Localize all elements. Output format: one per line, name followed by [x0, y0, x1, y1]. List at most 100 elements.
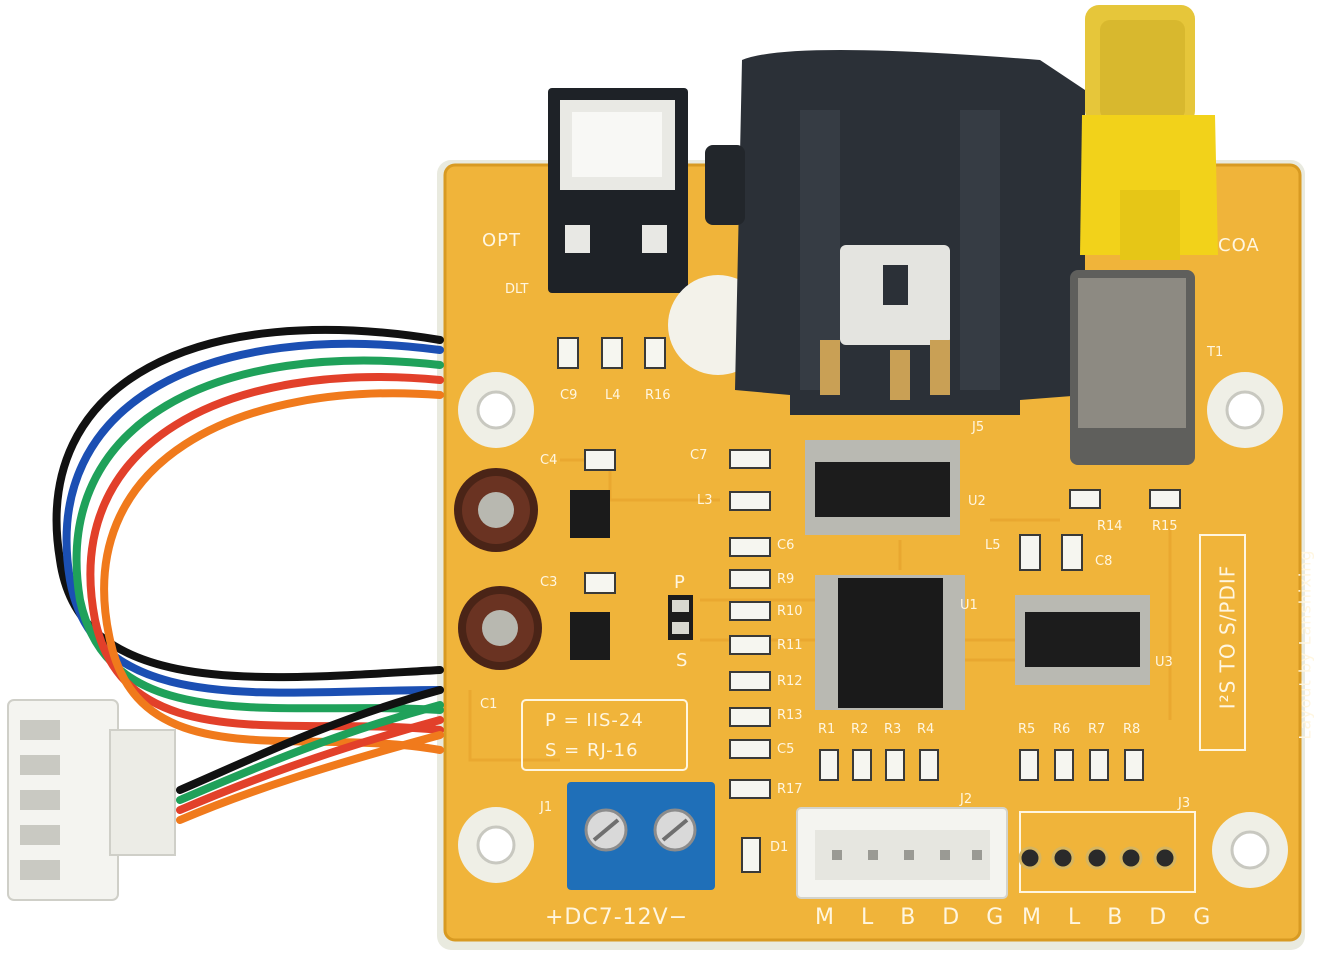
regulator: [570, 490, 610, 538]
smd-component: [601, 337, 623, 369]
label-r12: R12: [777, 674, 803, 689]
label-l5: L5: [985, 538, 1001, 553]
label-dlt: DLT: [505, 282, 529, 297]
smd-component: [819, 749, 839, 781]
smd-component: [729, 671, 771, 691]
label-c5: C5: [777, 742, 795, 757]
label-r10: R10: [777, 604, 803, 619]
label-pins-left: M L B D G: [815, 905, 1014, 930]
label-jumper-s: S: [676, 650, 689, 671]
label-j2: J2: [960, 792, 973, 807]
label-j5: J5: [972, 420, 985, 435]
label-j3: J3: [1178, 796, 1191, 811]
regulator: [570, 612, 610, 660]
smd-component: [729, 635, 771, 655]
label-c8: C8: [1095, 554, 1113, 569]
label-l4: L4: [605, 388, 621, 403]
label-j1: J1: [540, 800, 553, 815]
mounting-hole: [1212, 812, 1288, 888]
chip-u1: [815, 575, 965, 710]
mode-legend-box: [521, 699, 688, 771]
label-board-title: I²S TO S/PDIF: [1215, 564, 1240, 710]
smd-component: [919, 749, 939, 781]
label-mode-p: P = IIS-24: [545, 710, 644, 731]
label-r13: R13: [777, 708, 803, 723]
mounting-hole: [1207, 372, 1283, 448]
label-r8: R8: [1123, 722, 1141, 737]
smd-component: [1089, 749, 1109, 781]
label-d1: D1: [770, 840, 789, 855]
mounting-hole: [458, 807, 534, 883]
label-r5: R5: [1018, 722, 1036, 737]
smd-component: [885, 749, 905, 781]
label-layout-credit: Layout by Lanshixing: [1295, 549, 1315, 740]
label-u1: U1: [960, 598, 978, 613]
smd-component: [584, 449, 616, 471]
smd-component: [729, 601, 771, 621]
smd-component: [729, 739, 771, 759]
power-terminal-block: [567, 782, 715, 890]
title-box: [1199, 534, 1246, 751]
smd-component: [729, 779, 771, 799]
label-r16: R16: [645, 388, 671, 403]
label-r14: R14: [1097, 519, 1123, 534]
label-t1: T1: [1207, 345, 1224, 360]
capacitor: [454, 468, 538, 552]
smd-component: [729, 707, 771, 727]
smd-component: [852, 749, 872, 781]
label-c9: C9: [560, 388, 578, 403]
mounting-hole: [458, 372, 534, 448]
smd-component: [557, 337, 579, 369]
label-r17: R17: [777, 782, 803, 797]
label-c7: C7: [690, 448, 708, 463]
smd-component: [729, 491, 771, 511]
label-r4: R4: [917, 722, 935, 737]
cable-plug: [7, 699, 176, 901]
label-r11: R11: [777, 638, 803, 653]
smd-component: [1061, 534, 1083, 571]
label-r3: R3: [884, 722, 902, 737]
optical-connector: [548, 88, 688, 293]
cable-harness: [52, 325, 444, 824]
transformer: [1070, 270, 1195, 465]
label-mode-s: S = RJ-16: [545, 740, 639, 761]
label-jumper-p: P: [674, 572, 686, 593]
label-r7: R7: [1088, 722, 1106, 737]
smd-component: [729, 537, 771, 557]
mode-jumper: [668, 595, 693, 640]
label-r2: R2: [851, 722, 869, 737]
chip-u2: [805, 440, 960, 535]
header-j3-pads: [1018, 811, 1196, 893]
header-j2: [796, 807, 1008, 899]
smd-component: [729, 449, 771, 469]
smd-component: [729, 569, 771, 589]
label-c1: C1: [480, 697, 498, 712]
smd-component: [584, 572, 616, 594]
label-c6: C6: [777, 538, 795, 553]
smd-component: [1124, 749, 1144, 781]
label-c4: C4: [540, 453, 558, 468]
label-power: +DC7-12V−: [545, 905, 689, 930]
label-u2: U2: [968, 494, 986, 509]
capacitor: [458, 586, 542, 670]
smd-component: [1019, 749, 1039, 781]
led-d1: [741, 837, 761, 873]
label-u3: U3: [1155, 655, 1173, 670]
label-c3: C3: [540, 575, 558, 590]
label-l3: L3: [697, 493, 713, 508]
smd-component: [1069, 489, 1101, 509]
smd-component: [1019, 534, 1041, 571]
smd-component: [1149, 489, 1181, 509]
chip-u3: [1015, 595, 1150, 685]
rca-connector: [1080, 5, 1218, 260]
label-coa: COA: [1218, 235, 1260, 256]
label-pins-right: M L B D G: [1022, 905, 1221, 930]
label-r15: R15: [1152, 519, 1178, 534]
xlr-connector: [705, 50, 1085, 415]
smd-component: [1054, 749, 1074, 781]
smd-component: [644, 337, 666, 369]
label-opt: OPT: [482, 230, 522, 251]
label-r6: R6: [1053, 722, 1071, 737]
label-r9: R9: [777, 572, 795, 587]
